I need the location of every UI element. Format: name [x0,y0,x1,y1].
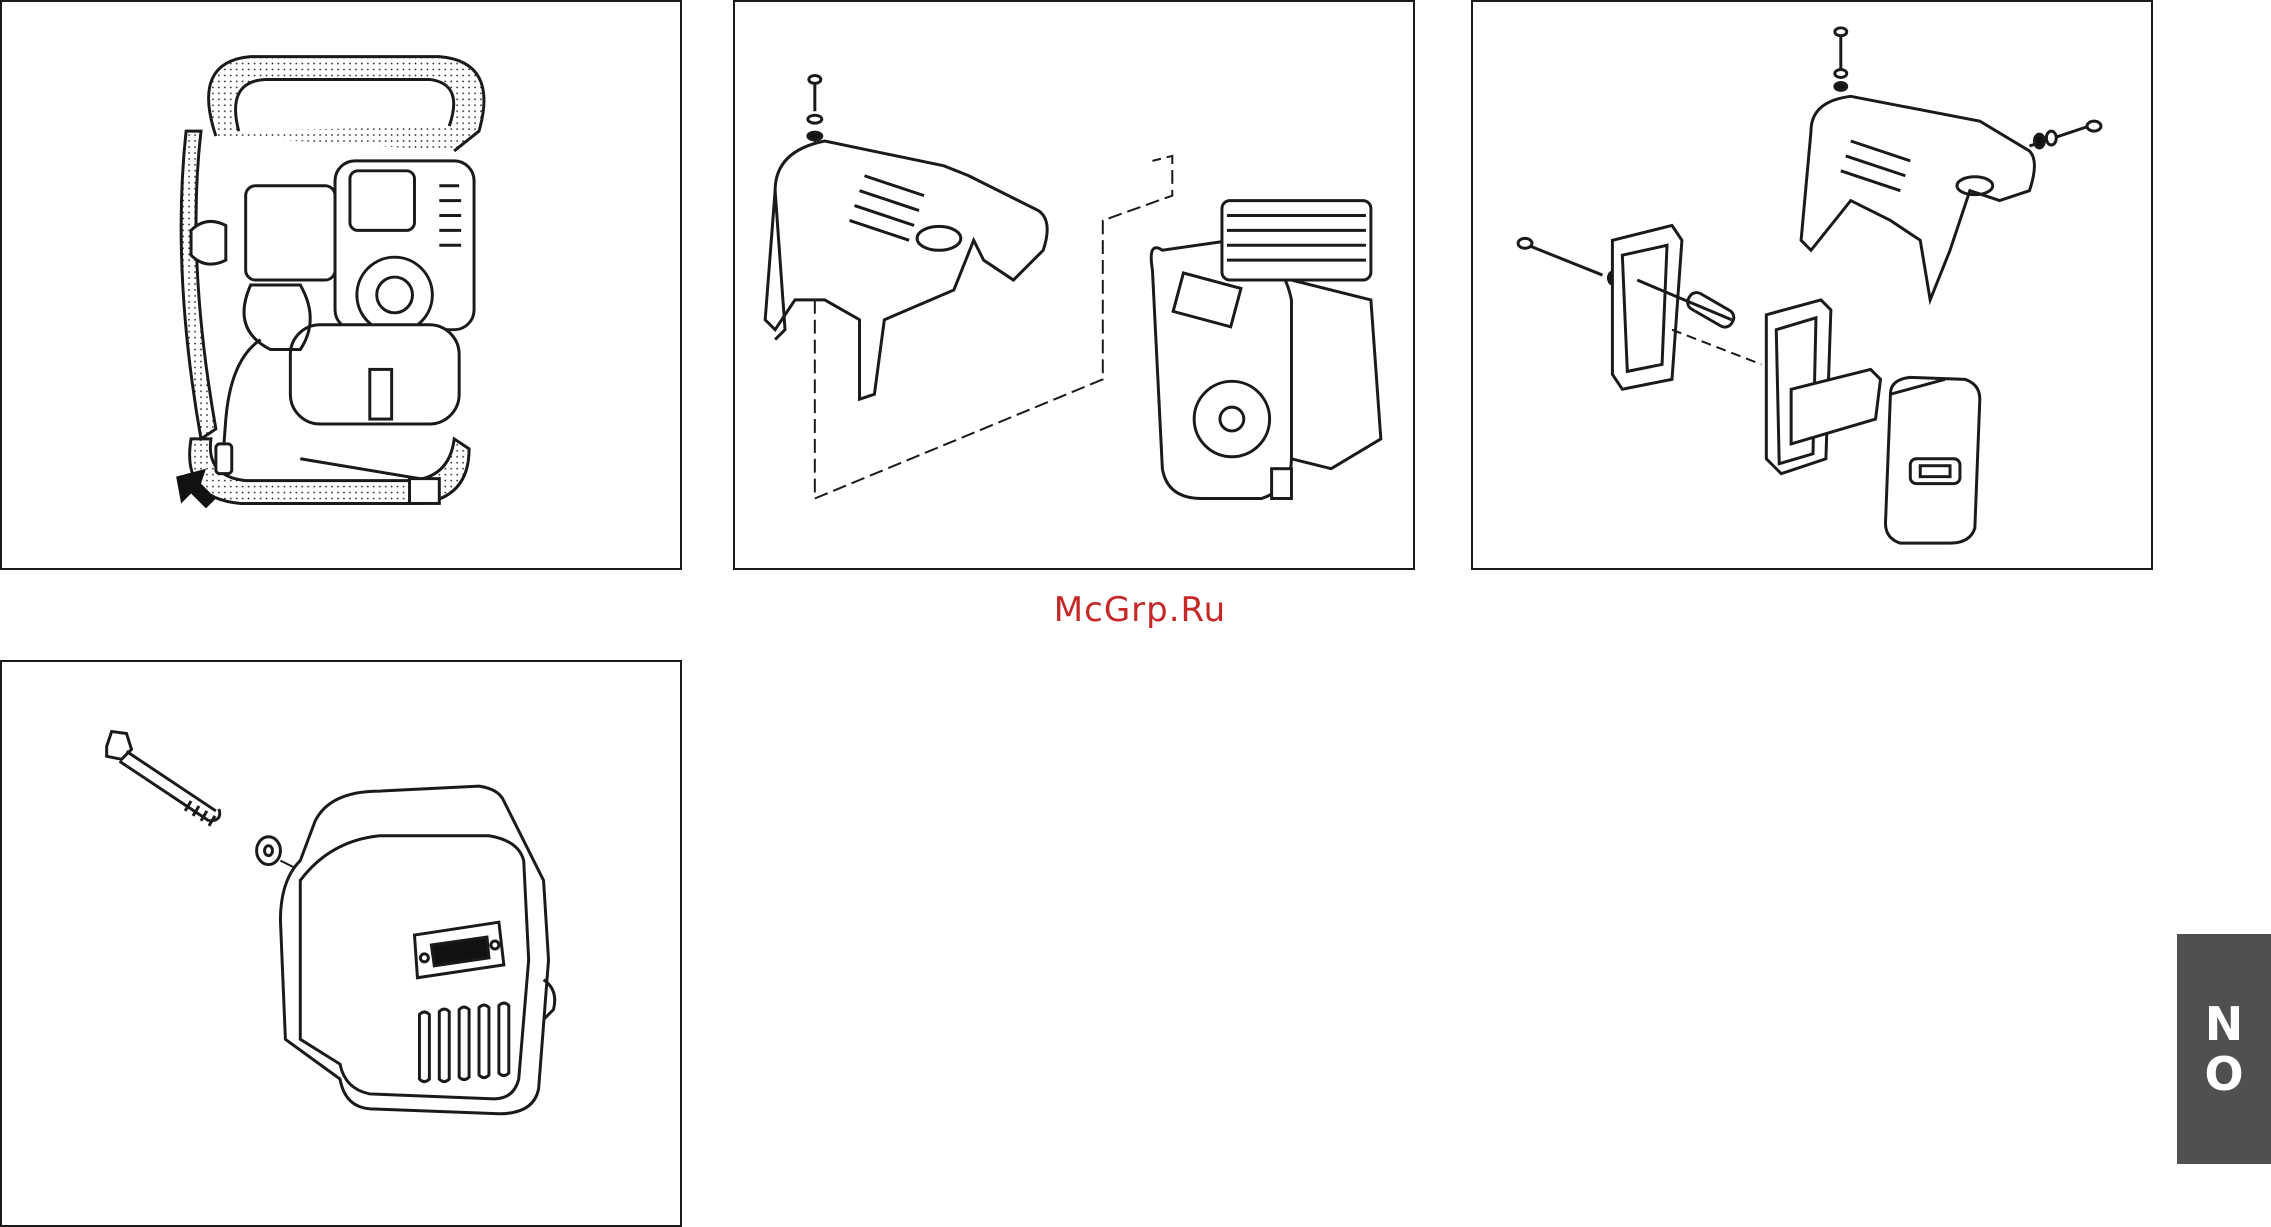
language-tab: N O [2177,934,2271,1164]
figure-muffler-exploded [1471,0,2153,570]
figure-backpack-engine [0,0,682,570]
watermark-text: McGrp.Ru [1040,590,1240,630]
backpack-engine-illustration [2,2,680,568]
muffler-cover-illustration [2,662,680,1225]
muffler-exploded-illustration [1473,2,2151,568]
figure-muffler-cover [0,660,682,1227]
engine-cover-illustration [735,2,1413,568]
language-tab-letter-1: N [2205,999,2244,1049]
figure-engine-cover [733,0,1415,570]
language-tab-letter-2: O [2204,1049,2243,1099]
